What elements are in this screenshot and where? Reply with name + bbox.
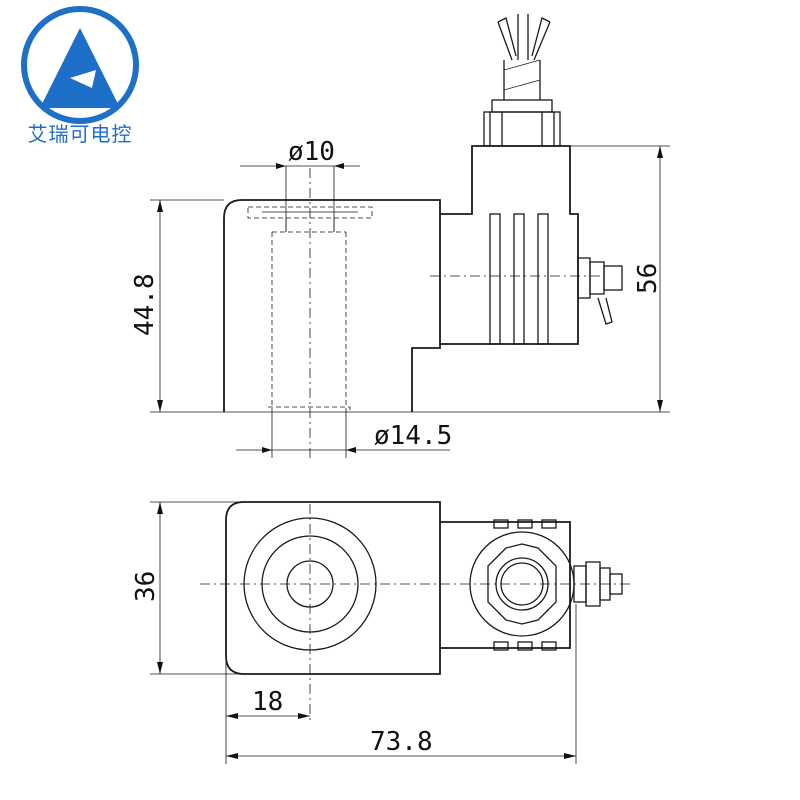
dim-label-total-height: 56 — [633, 263, 663, 294]
brand-logo — [21, 6, 139, 124]
logo-triangle-icon — [40, 28, 120, 108]
dim-center-offset: 18 — [225, 660, 310, 764]
dim-tube: ø14.5 — [236, 412, 452, 458]
brand-name: 艾瑞可电控 — [27, 122, 133, 146]
connector-box — [440, 145, 579, 345]
dim-label-width: 36 — [131, 571, 161, 602]
dim-total-length: 73.8 — [226, 604, 577, 764]
dim-label-bore: ø10 — [288, 137, 335, 167]
connector-fins — [489, 213, 549, 345]
front-view: ø10 44.8 56 ø14.5 — [130, 14, 670, 460]
top-view: 36 18 73.8 — [131, 501, 630, 764]
top-flange — [247, 206, 373, 219]
coil-body — [223, 199, 441, 412]
dim-label-total-length: 73.8 — [370, 727, 433, 757]
gland-hex-icon — [487, 543, 557, 625]
dim-label-tube: ø14.5 — [374, 421, 452, 451]
dim-label-center-offset: 18 — [252, 687, 283, 717]
dim-bore: ø10 — [240, 137, 360, 232]
dim-total-height: 56 — [570, 145, 670, 412]
logo-notch-icon — [70, 70, 96, 88]
top-connector — [440, 521, 571, 649]
dim-label-height: 44.8 — [130, 273, 160, 336]
bore-hidden — [271, 231, 347, 412]
dim-height: 44.8 — [130, 199, 670, 413]
dim-width: 36 — [131, 501, 244, 675]
side-screw — [577, 257, 623, 325]
logo-ring-icon — [21, 6, 139, 124]
cable-gland — [483, 14, 561, 147]
